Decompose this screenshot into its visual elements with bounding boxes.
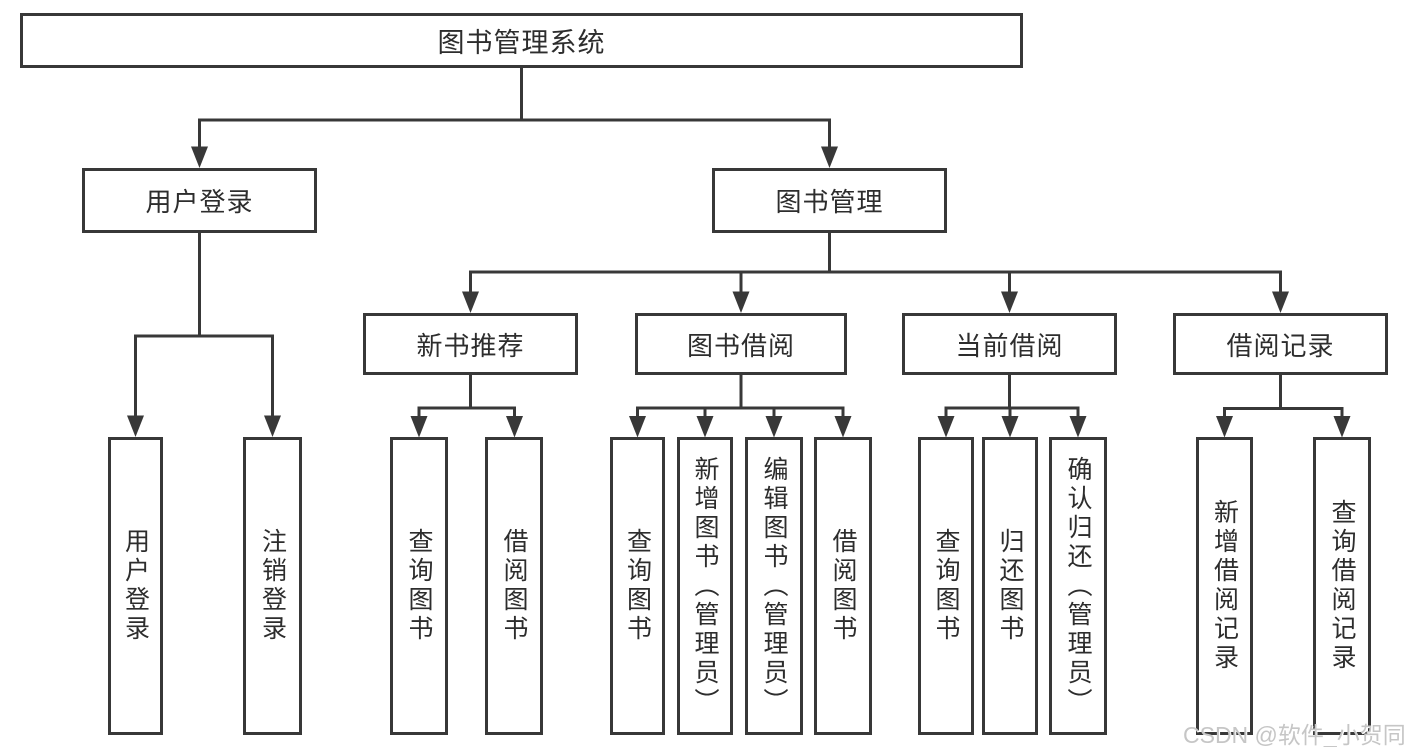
leaf-current-return-books: 归还图书 — [982, 437, 1038, 735]
node-root: 图书管理系统 — [20, 13, 1023, 68]
leaf-user-login: 用户登录 — [108, 437, 163, 735]
leaf-records-query-record: 查询借阅记录 — [1313, 437, 1371, 735]
node-user-login: 用户登录 — [82, 168, 317, 233]
leaf-current-query-books: 查询图书 — [918, 437, 974, 735]
leaf-borrow-edit-books-admin: 编辑图书（管理员） — [745, 437, 803, 735]
leaf-borrow-query-books: 查询图书 — [610, 437, 665, 735]
leaf-logout: 注销登录 — [243, 437, 302, 735]
leaf-borrow-borrow-books: 借阅图书 — [814, 437, 872, 735]
node-borrow-records: 借阅记录 — [1173, 313, 1388, 375]
node-book-management: 图书管理 — [712, 168, 947, 233]
leaf-records-add-record: 新增借阅记录 — [1196, 437, 1253, 735]
leaf-newbook-borrow-books: 借阅图书 — [485, 437, 543, 735]
leaf-current-confirm-return-admin: 确认归还（管理员） — [1049, 437, 1107, 735]
node-current-borrow: 当前借阅 — [902, 313, 1117, 375]
leaf-borrow-add-books-admin: 新增图书（管理员） — [677, 437, 733, 735]
node-book-borrow: 图书借阅 — [635, 313, 847, 375]
node-new-book-recommend: 新书推荐 — [363, 313, 578, 375]
leaf-newbook-query-books: 查询图书 — [390, 437, 448, 735]
